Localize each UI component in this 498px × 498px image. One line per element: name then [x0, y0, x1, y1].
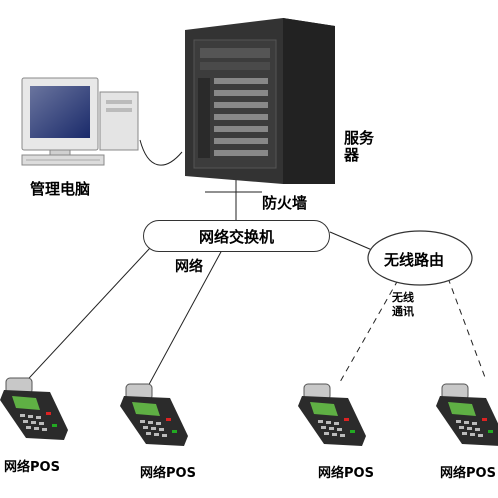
router-to-pos3-wireless	[339, 279, 399, 383]
network-label: 网络	[175, 259, 203, 275]
pos-terminal-4-illustration	[435, 383, 498, 447]
pos-label: 网络POS	[4, 460, 60, 475]
pos-terminal-1-illustration	[0, 377, 69, 441]
pos-label: 网络POS	[140, 466, 196, 481]
server-illustration	[185, 18, 335, 184]
firewall-label: 防火墙	[262, 194, 308, 212]
pos-label: 网络POS	[318, 466, 374, 481]
computer-label: 管理电脑	[30, 180, 91, 198]
router-label: 无线路由	[384, 251, 445, 269]
router-node	[367, 230, 473, 286]
computer-to-server-cable	[139, 139, 183, 166]
pos-terminal-3-illustration	[297, 383, 367, 447]
wireless-label: 无线通讯	[392, 291, 414, 318]
pos-terminal-2-illustration	[119, 383, 189, 447]
connection-lines	[17, 139, 487, 391]
switch-to-pos1-line	[17, 247, 151, 391]
router-to-pos4-wireless	[447, 277, 487, 381]
pos-label: 网络POS	[440, 466, 496, 481]
switch-to-pos2-line	[145, 249, 223, 391]
computer-illustration	[21, 77, 139, 166]
switch-node: 网络交换机	[143, 220, 330, 252]
switch-label: 网络交换机	[198, 227, 274, 246]
server-label: 服务器	[344, 129, 375, 164]
switch-to-router-line	[329, 231, 373, 251]
